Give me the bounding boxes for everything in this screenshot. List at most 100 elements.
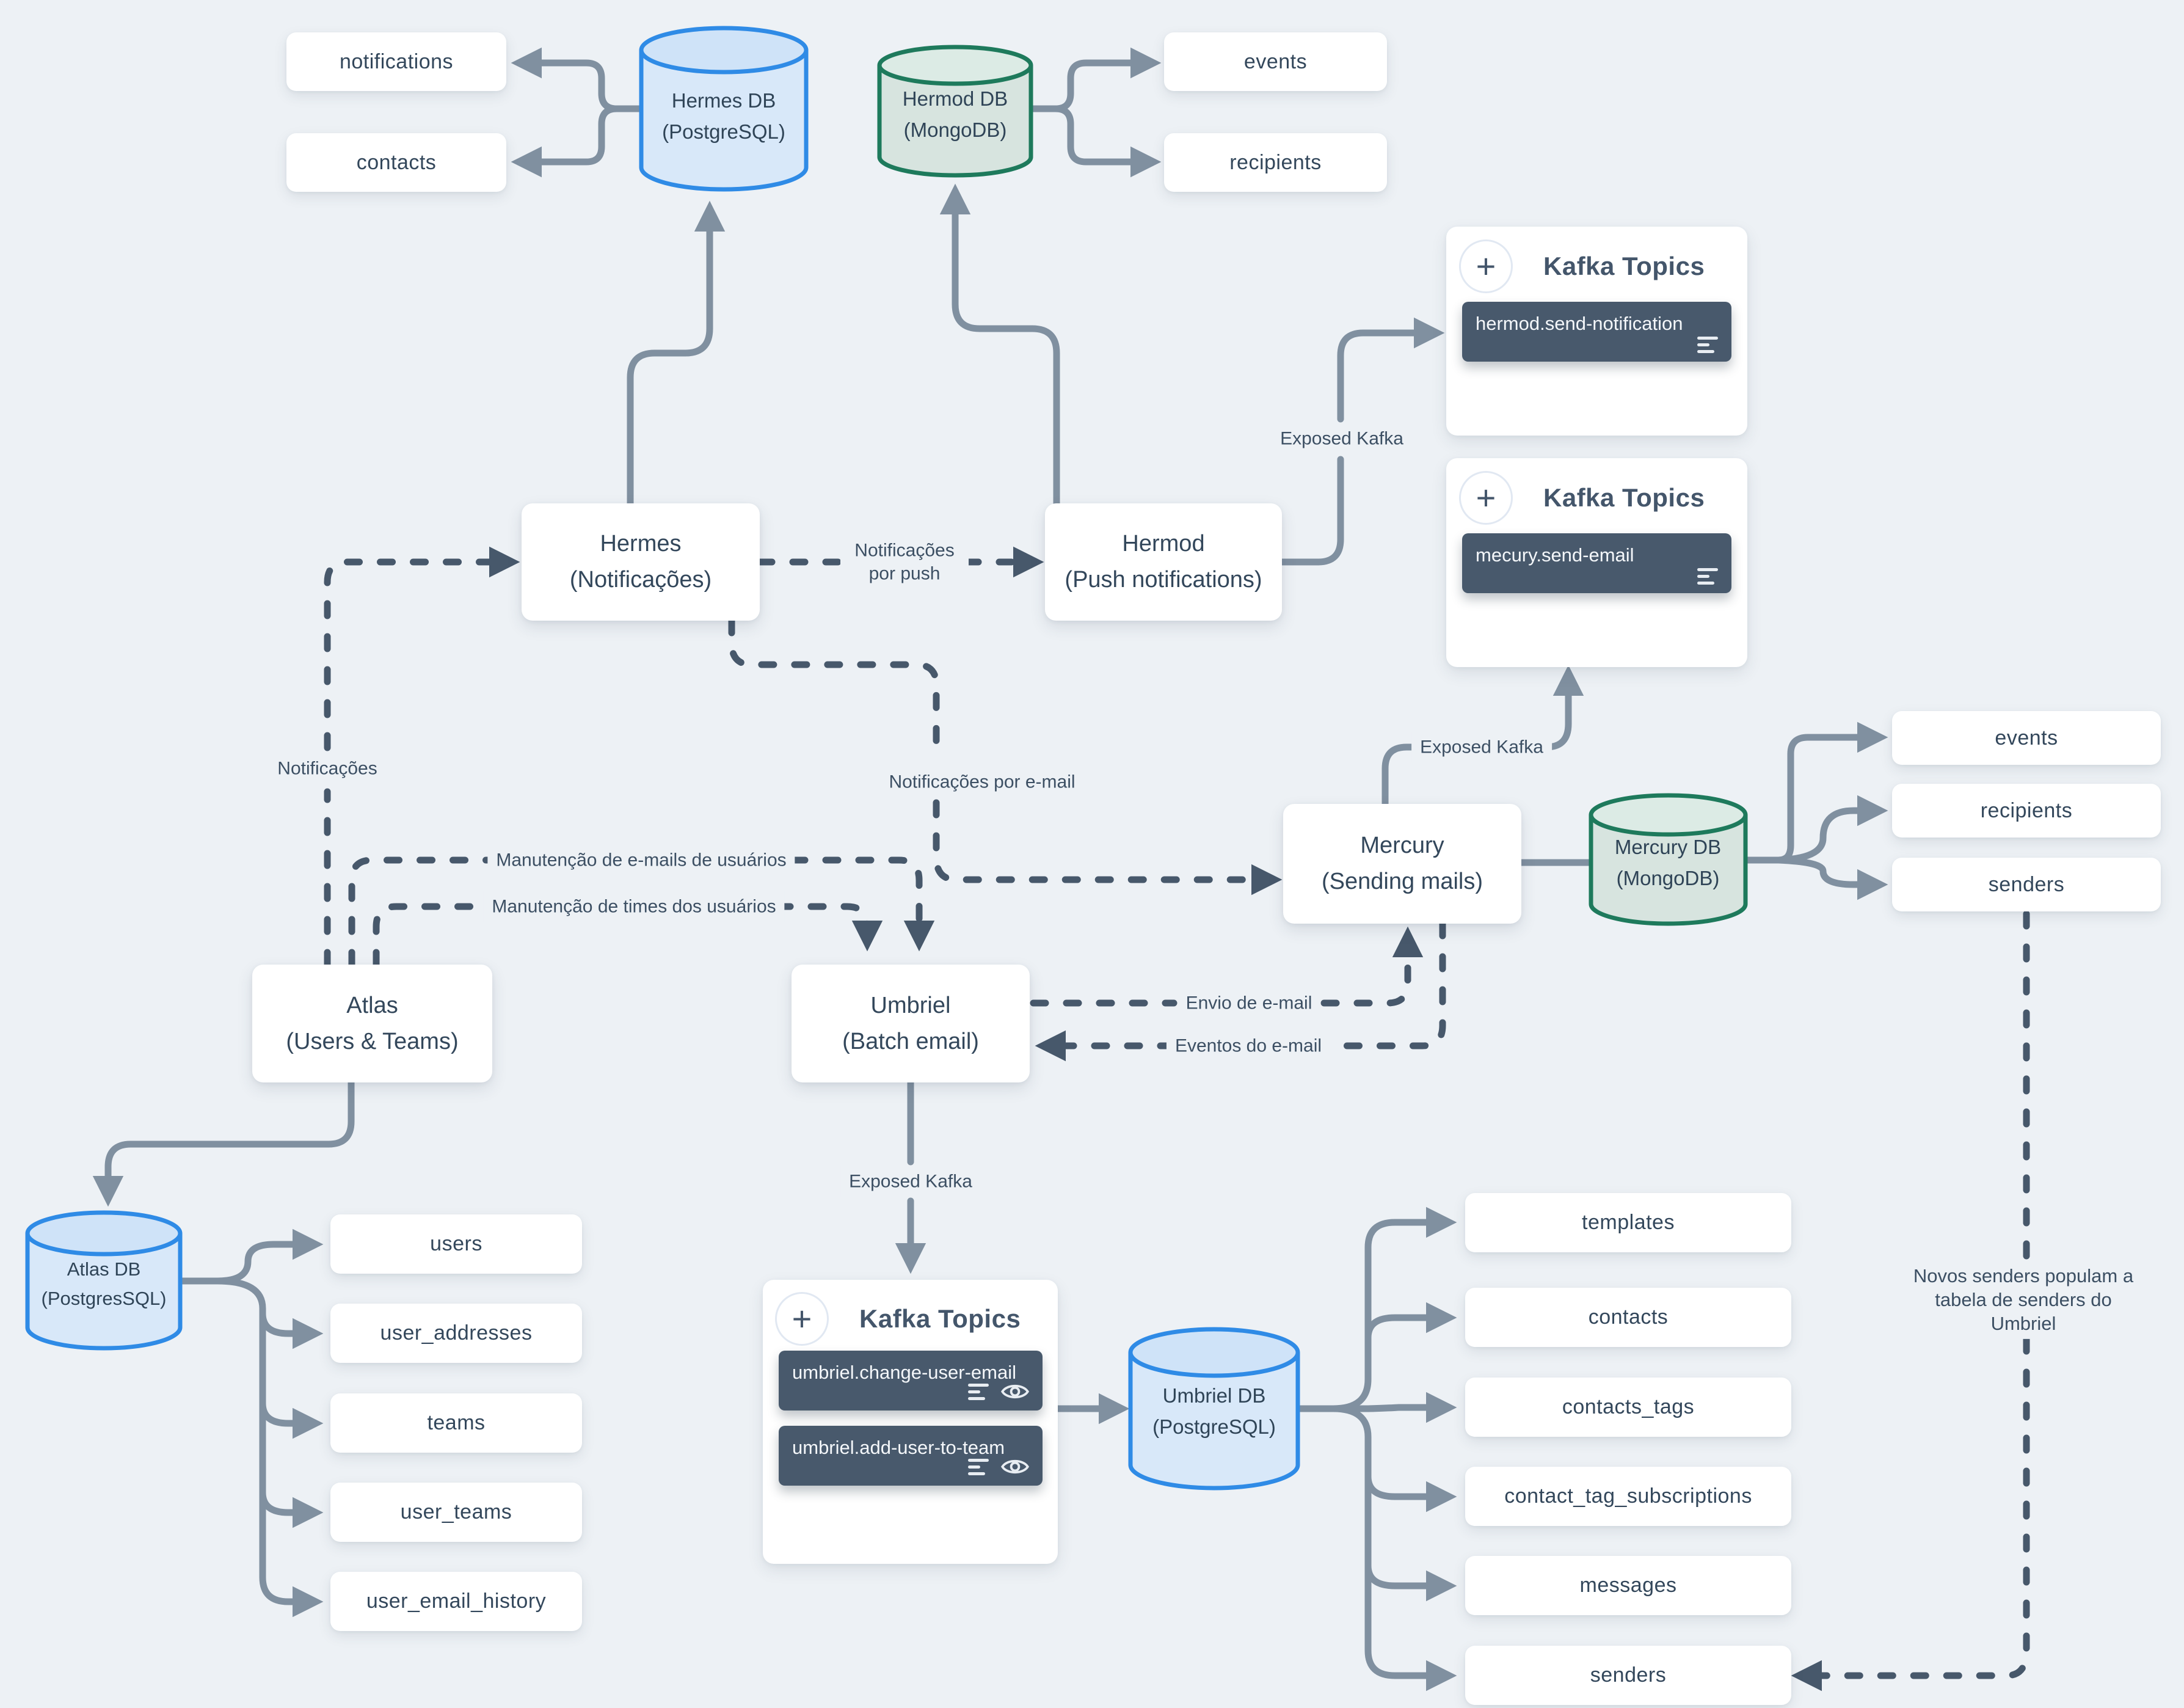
plus-icon: + [1476,478,1496,517]
table-contacts-tags[interactable]: contacts_tags [1465,1378,1791,1437]
edge-label-notificacoes-por-email: Notificações por e-mail [880,767,1084,797]
service-mercury[interactable]: Mercury (Sending mails) [1283,804,1521,924]
edge-mercurydb-senders [1775,856,1888,900]
edge-mercury-kafka2-a [1381,743,1421,808]
edge-atlasdb-users [173,1228,324,1285]
service-hermod[interactable]: Hermod (Push notifications) [1045,503,1282,621]
kafka-topic-chip-mecury-send-email[interactable]: mecury.send-email [1462,533,1731,593]
add-topic-button[interactable]: + [1459,239,1513,293]
db-atlas-label: Atlas DB(PostgresSQL) [41,1258,167,1309]
edge-hermesdb-contacts [511,105,645,178]
edge-atlas-umbriel-times-b [774,903,883,952]
align-lines-icon [1697,337,1718,353]
edge-umbrieldb-contactstags [1330,1392,1457,1423]
table-events-hermod[interactable]: events [1164,32,1387,91]
edge-label-manutencao-emails: Manutenção de e-mails de usuários [487,845,795,875]
align-lines-icon [968,1383,989,1400]
table-user-teams[interactable]: user_teams [330,1483,582,1542]
kafka-topic-label: hermod.send-notification [1476,313,1683,334]
kafka-panel-umbriel-title: Kafka Topics [859,1304,1021,1333]
edge-label-exposed-kafka-mercury: Exposed Kafka [1411,732,1552,762]
table-contact-tag-subscriptions[interactable]: contact_tag_subscriptions [1465,1467,1791,1526]
table-user-email-history[interactable]: user_email_history [330,1572,582,1631]
edge-atlas-umbriel-emails-a [348,856,491,968]
edge-hermesdb-notifications [511,47,645,112]
edge-hermes-mercury-b [933,799,1283,896]
edge-hermoddb-recipients [1027,105,1162,178]
kafka-topic-label: umbriel.change-user-email [792,1362,1016,1383]
edge-label-manutencao-times: Manutenção de times dos usuários [483,891,785,922]
plus-icon: + [1476,247,1496,285]
edge-atlasdb-userteams [259,1489,324,1528]
edge-atlasdb-teams [259,1400,324,1439]
kafka-topic-chip-umbriel-change-user-email[interactable]: umbriel.change-user-email [779,1351,1043,1411]
db-hermes-label: Hermes DB(PostgreSQL) [662,89,785,143]
table-senders-mercury[interactable]: senders [1892,858,2161,911]
edge-label-exposed-kafka-umbriel: Exposed Kafka [840,1166,981,1197]
edge-label-notificacoes-por-push: Notificações por push [840,535,969,589]
edge-atlasdb-history [214,1277,324,1618]
table-contacts-hermes[interactable]: contacts [286,133,506,192]
service-hermes[interactable]: Hermes (Notificações) [522,503,760,621]
edge-umbrieldb-messages [1364,1562,1457,1602]
edge-atlas-umbriel-emails-b [789,856,935,952]
service-hermod-desc: (Push notifications) [1065,567,1262,593]
db-atlas-cylinder[interactable] [25,1210,183,1351]
service-umbriel-desc: (Batch email) [842,1028,979,1054]
service-atlas[interactable]: Atlas (Users & Teams) [252,965,492,1082]
service-hermod-name: Hermod [1122,531,1205,557]
edge-umbriel-mercury-envio-b [1320,926,1424,1007]
service-hermes-desc: (Notificações) [569,567,712,593]
db-hermod-cylinder[interactable] [877,45,1033,178]
table-recipients-mercury[interactable]: recipients [1892,784,2161,838]
edge-mercury-umbriel-eventos-a [1322,920,1446,1049]
db-hermes-cylinder[interactable] [639,26,809,192]
edge-label-notificacoes: Notificações [269,753,386,784]
kafka-topic-chip-hermod-send-notification[interactable]: hermod.send-notification [1462,302,1731,362]
edge-hermod-kafka1-b [1337,317,1445,423]
table-notifications[interactable]: notifications [286,32,506,91]
service-umbriel[interactable]: Umbriel (Batch email) [792,965,1030,1082]
edge-hermod-kafka1-a [1278,456,1344,566]
add-topic-button[interactable]: + [775,1292,829,1346]
kafka-topic-label: umbriel.add-user-to-team [792,1437,1005,1458]
edge-label-exposed-kafka-hermod: Exposed Kafka [1272,423,1412,454]
db-umbriel-label: Umbriel DB(PostgreSQL) [1152,1384,1276,1438]
db-mercury-label: Mercury DB(MongoDB) [1614,835,1722,889]
service-atlas-name: Atlas [346,992,398,1018]
plus-icon: + [792,1299,812,1338]
kafka-panel-mercury-title: Kafka Topics [1543,483,1705,512]
eye-icon [1001,1384,1029,1399]
table-templates[interactable]: templates [1465,1193,1791,1252]
kafka-topic-label: mecury.send-email [1476,544,1634,566]
table-recipients-hermod[interactable]: recipients [1164,133,1387,192]
table-senders-umbriel[interactable]: senders [1465,1646,1791,1705]
add-topic-button[interactable]: + [1459,471,1513,525]
service-mercury-name: Mercury [1360,833,1444,859]
edge-label-envio-de-email: Envio de e-mail [1177,988,1321,1018]
db-hermod-label: Hermod DB(MongoDB) [902,87,1008,141]
db-mercury-cylinder[interactable] [1589,793,1748,926]
edge-atlasdb-addresses [259,1310,324,1349]
service-mercury-desc: (Sending mails) [1322,869,1483,894]
table-users[interactable]: users [330,1214,582,1274]
db-umbriel-cylinder[interactable] [1128,1327,1300,1491]
table-user-addresses[interactable]: user_addresses [330,1304,582,1363]
edge-hermod-hermoddb [939,183,1060,507]
edge-atlas-umbriel-times-a [373,903,490,968]
edge-label-novos-senders: Novos senders populam a tabela de sender… [1895,1260,2152,1340]
edge-mercurydb-recipients [1775,795,1888,864]
table-messages[interactable]: messages [1465,1556,1791,1615]
table-contacts-umbriel[interactable]: contacts [1465,1288,1791,1347]
edge-umbrieldb-contacts [1364,1302,1457,1341]
table-teams[interactable]: teams [330,1393,582,1453]
kafka-topic-chip-umbriel-add-user-to-team[interactable]: umbriel.add-user-to-team [779,1426,1043,1486]
table-events-mercury[interactable]: events [1892,711,2161,765]
edge-hermes-mercury-a [728,617,940,765]
edge-umbrieldb-subscriptions [1364,1473,1457,1513]
edge-atlas-atlasdb [92,1079,355,1207]
edge-hermes-hermesdb [627,200,726,507]
edge-atlas-hermes-b [324,546,520,751]
